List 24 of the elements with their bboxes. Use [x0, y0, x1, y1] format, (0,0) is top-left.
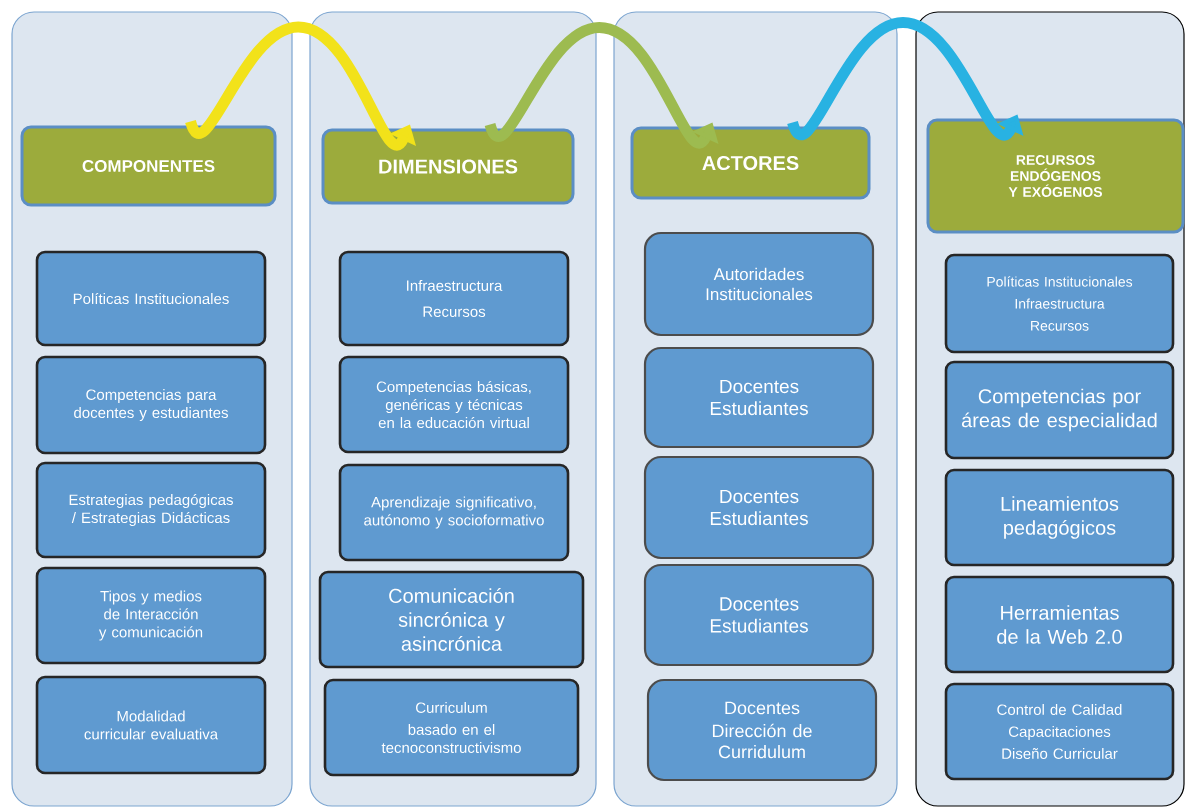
- item-box: Herramientas de la Web 2.0: [944, 575, 1175, 674]
- item-box: Control de Calidad Capacitaciones Diseño Curricular: [944, 682, 1175, 781]
- item-box: Curriculum basado en el tecnoconstructivismo: [323, 678, 580, 777]
- item-box: Docentes Estudiantes: [643, 563, 875, 667]
- item-box: Tipos y medios de Interacción y comunicación: [35, 566, 267, 665]
- item-box: Políticas Institucionales Infraestructura Recursos: [944, 253, 1175, 354]
- header-box: ACTORES: [630, 126, 871, 200]
- item-box: Estrategias pedagógicas / Estrategias Didácticas: [35, 461, 267, 559]
- item-box: Políticas Institucionales: [35, 250, 267, 347]
- item-box: Competencias por áreas de especialidad: [944, 360, 1175, 460]
- header-box: COMPONENTES: [20, 125, 277, 207]
- item-box: Competencias básicas, genéricas y técnicas en la educación virtual: [338, 355, 570, 454]
- item-box: Docentes Estudiantes: [643, 346, 875, 449]
- item-box: Aprendizaje significativo, autónomo y socioformativo: [338, 463, 570, 562]
- item-box: Lineamientos pedagógicos: [944, 468, 1175, 567]
- header-box: RECURSOS ENDÓGENOS Y EXÓGENOS: [926, 118, 1185, 234]
- item-box: Modalidad curricular evaluativa: [35, 675, 267, 775]
- item-box: Autoridades Institucionales: [643, 231, 875, 337]
- item-box: Competencias para docentes y estudiantes: [35, 355, 267, 455]
- item-box: Infraestructura Recursos: [338, 250, 570, 347]
- item-box: Docentes Dirección de Curridulum: [646, 678, 878, 782]
- header-box: DIMENSIONES: [321, 128, 575, 205]
- item-box: Comunicación sincrónica y asincrónica: [318, 570, 585, 669]
- item-box: Docentes Estudiantes: [643, 455, 875, 560]
